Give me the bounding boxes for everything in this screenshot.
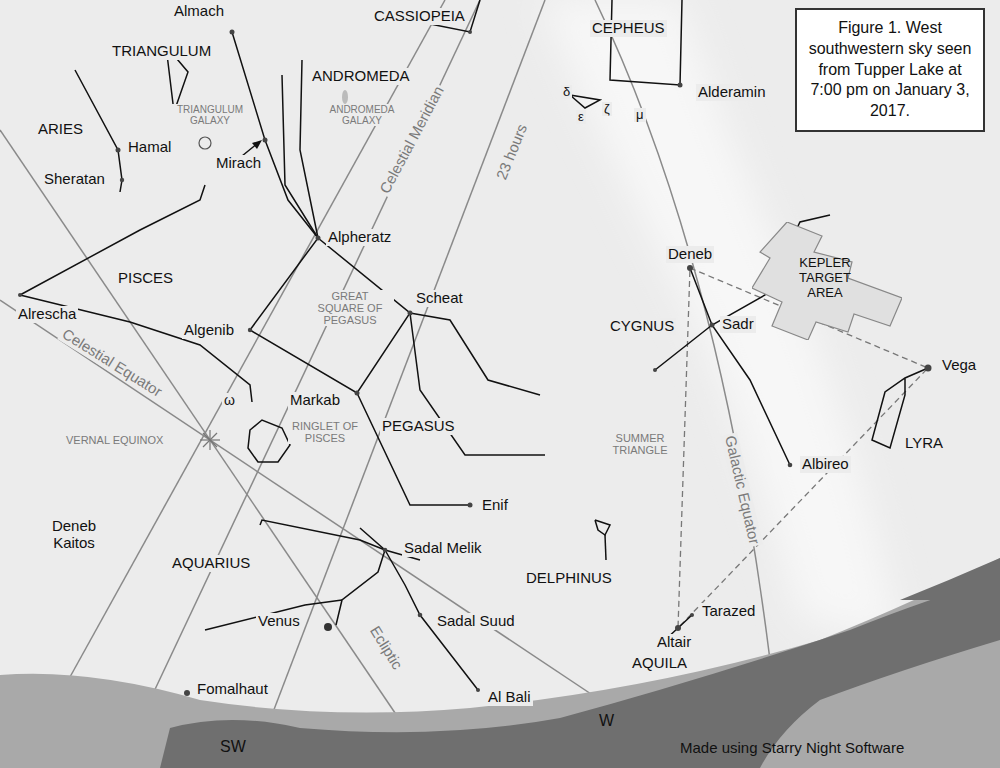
constellation-name: AQUARIUS bbox=[170, 555, 252, 572]
star-name: Scheat bbox=[414, 290, 465, 307]
star-letter: μ bbox=[634, 108, 646, 122]
star-name: Hamal bbox=[126, 139, 173, 156]
horizon-band bbox=[900, 558, 1000, 600]
grid-label: Galactic Equator bbox=[721, 432, 763, 548]
figure-title: Figure 1. West southwestern sky seen fro… bbox=[803, 18, 977, 122]
asterism-name: GREAT SQUARE OF PEGASUS bbox=[306, 290, 394, 326]
star-name: Altair bbox=[655, 634, 693, 651]
star-letter: ε bbox=[576, 110, 586, 124]
star-name: Algenib bbox=[182, 322, 236, 339]
constellation-lines bbox=[20, 0, 928, 690]
constellation-name: CEPHEUS bbox=[590, 20, 667, 37]
title-box: Figure 1. West southwestern sky seen fro… bbox=[795, 8, 985, 132]
direction-label: SW bbox=[218, 738, 248, 756]
star-name: Sadr bbox=[720, 316, 756, 333]
star-name: Alderamin bbox=[696, 84, 768, 101]
star-name: Deneb bbox=[666, 246, 714, 263]
constellation-name: LYRA bbox=[903, 435, 945, 452]
star-name: Almach bbox=[172, 3, 226, 20]
star-name: Sadal Suud bbox=[435, 613, 517, 630]
star-name: Alpheratz bbox=[326, 229, 393, 246]
galaxy-name: TRIANGULUM GALAXY bbox=[172, 104, 248, 126]
constellation-name: PEGASUS bbox=[380, 418, 457, 435]
star-name: Enif bbox=[480, 497, 510, 514]
direction-label: W bbox=[597, 712, 616, 730]
planet-name: Venus bbox=[256, 613, 302, 630]
star-name: Markab bbox=[288, 392, 342, 409]
asterism-name: SUMMER TRIANGLE bbox=[598, 432, 682, 456]
grid-label: Celestial Equator bbox=[57, 325, 166, 402]
grid-label: Celestial Meridian bbox=[376, 82, 448, 199]
constellation-name: PISCES bbox=[116, 270, 175, 287]
star-name: Fomalhaut bbox=[195, 681, 270, 698]
star-name: Sadal Melik bbox=[402, 540, 484, 557]
point-name: VERNAL EQUINOX bbox=[64, 434, 165, 446]
ground bbox=[0, 558, 1000, 768]
galaxy-name: ANDROMEDA GALAXY bbox=[322, 104, 402, 126]
horizon-band bbox=[160, 578, 1000, 768]
star-letter: δ bbox=[561, 85, 572, 99]
star-name: Deneb Kaitos bbox=[42, 518, 106, 551]
star-letter: ω bbox=[222, 393, 237, 408]
pointer-arrow bbox=[242, 140, 262, 156]
star-name: Alrescha bbox=[16, 306, 78, 323]
galaxy-symbol bbox=[199, 137, 211, 149]
star-letter: ζ bbox=[602, 102, 612, 116]
grid-lines bbox=[0, 0, 770, 735]
credit-note: Made using Starry Night Software bbox=[678, 740, 906, 757]
target-area: KEPLER TARGET AREA bbox=[752, 222, 902, 340]
constellation-name: AQUILA bbox=[630, 655, 689, 672]
area-label: KEPLER TARGET AREA bbox=[788, 256, 862, 301]
star-name: Tarazed bbox=[700, 603, 757, 620]
constellation-name: DELPHINUS bbox=[524, 570, 614, 587]
galaxy-symbol bbox=[342, 90, 348, 104]
star-name: Vega bbox=[940, 357, 978, 374]
equinox-symbol bbox=[200, 430, 220, 450]
grid-label: 23 hours bbox=[493, 120, 532, 184]
star-name: Sheratan bbox=[42, 171, 107, 188]
constellation-name: TRIANGULUM bbox=[110, 43, 213, 60]
asterism-name: RINGLET OF PISCES bbox=[288, 420, 362, 444]
grid-label: Ecliptic bbox=[365, 622, 406, 674]
constellation-name: CYGNUS bbox=[608, 318, 676, 335]
star-name: Mirach bbox=[214, 155, 263, 172]
constellation-name: ARIES bbox=[36, 121, 85, 138]
star-name: Al Bali bbox=[486, 689, 533, 706]
constellation-name: ANDROMEDA bbox=[310, 68, 412, 85]
constellation-name: CASSIOPEIA bbox=[372, 8, 467, 25]
star-name: Albireo bbox=[800, 456, 851, 473]
